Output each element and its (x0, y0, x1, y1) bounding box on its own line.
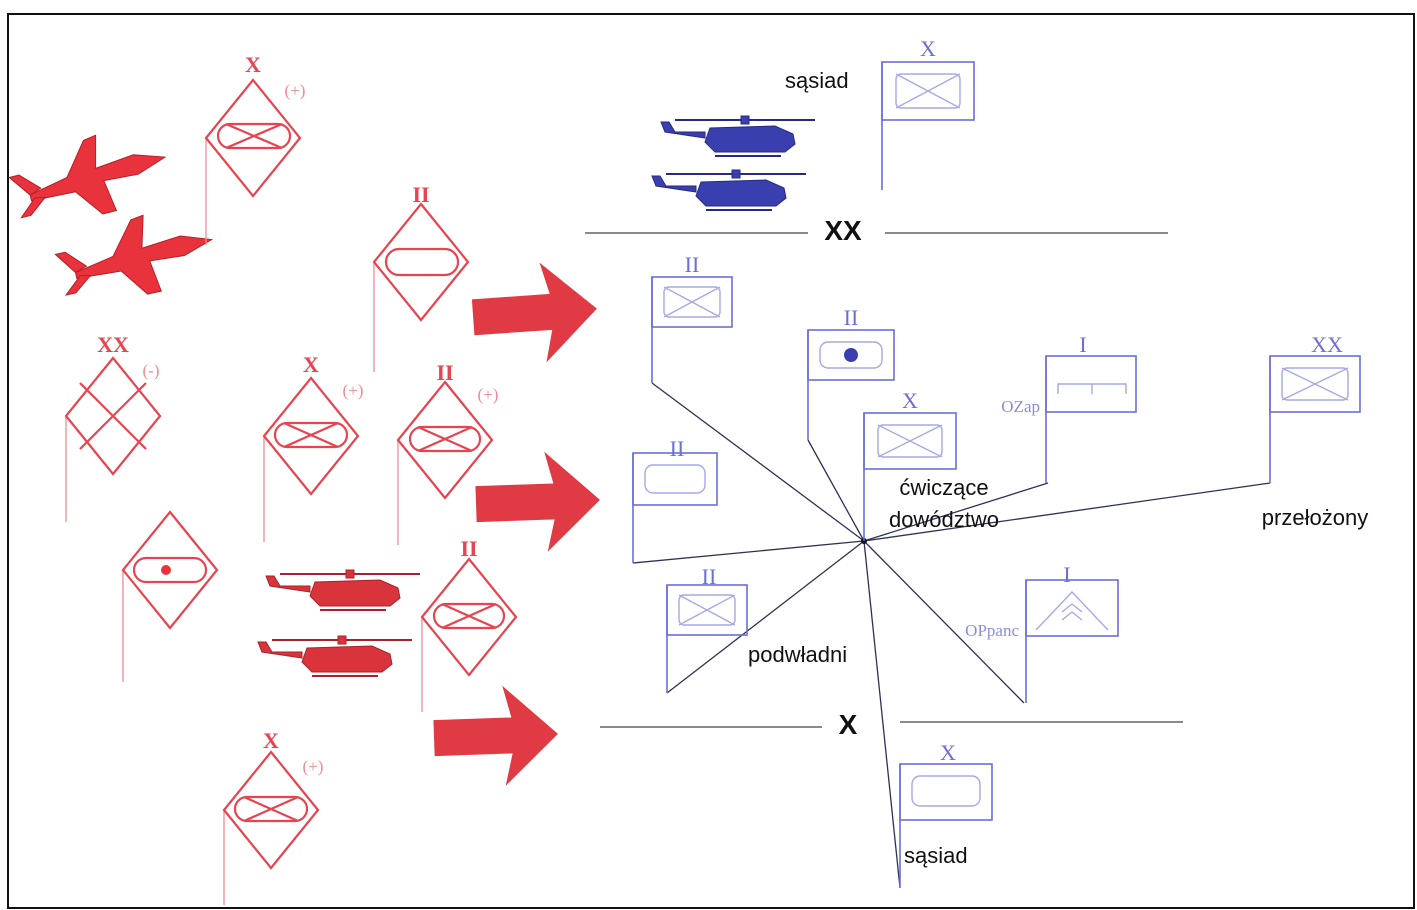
enemy-battalion-mid: II (+) (396, 360, 499, 545)
exercising-label: ćwiczące (899, 475, 988, 500)
modifier-label: (+) (343, 381, 364, 400)
echelon-label: II (702, 564, 717, 589)
transport-helicopter-icon (651, 169, 807, 211)
friendly-neighbor-bottom: X (899, 740, 993, 888)
enemy-brigade-mid: X (+) (262, 352, 364, 542)
friendly-ozap-unit: I OZap (1001, 332, 1137, 483)
enemy-wheeled-unit (121, 510, 219, 682)
fighter-jet-icon (50, 201, 221, 312)
frame (7, 13, 1415, 909)
echelon-label: X (263, 728, 279, 753)
command-lines (632, 382, 1271, 889)
oppanc-label: OPpanc (965, 621, 1019, 640)
attack-helicopter-icon (257, 635, 413, 677)
echelon-label: X (245, 52, 261, 77)
ozap-label: OZap (1001, 397, 1040, 416)
friendly-oppanc-unit: I OPpanc (965, 562, 1119, 703)
friendly-battalion-a: II (651, 252, 733, 383)
modifier-label: (-) (143, 361, 160, 380)
boundary-label-upper: XX (824, 215, 862, 246)
modifier-label: (+) (285, 81, 306, 100)
friendly-battalion-b: II (807, 305, 895, 440)
echelon-label: XX (1311, 332, 1343, 357)
enemy-battalion-low: II (420, 536, 518, 712)
attack-arrow-icon (432, 683, 560, 789)
attack-arrow-icon (474, 449, 602, 555)
enemy-battalion-top: II (372, 182, 470, 372)
modifier-label: (+) (303, 757, 324, 776)
neighbor-top-label: sąsiad (785, 68, 849, 93)
echelon-label: X (902, 388, 918, 413)
echelon-label: XX (97, 332, 129, 357)
echelon-label: I (1063, 562, 1070, 587)
attack-helicopter-icon (265, 569, 421, 611)
echelon-label: II (844, 305, 859, 330)
echelon-label: II (460, 536, 477, 561)
echelon-label: II (670, 436, 685, 461)
friendly-superior-division: XX (1269, 332, 1361, 483)
enemy-brigade-top: X (+) (204, 52, 306, 245)
echelon-label: X (940, 740, 956, 765)
echelon-label: II (412, 182, 429, 207)
hq-label: dowództwo (889, 507, 999, 532)
boundary-label-lower: X (839, 709, 858, 740)
friendly-hq-brigade: X (863, 388, 957, 541)
neighbor-bottom-label: sąsiad (904, 843, 968, 868)
echelon-label: I (1079, 332, 1086, 357)
subordinates-label: podwładni (748, 642, 847, 667)
echelon-label: X (303, 352, 319, 377)
fighter-jet-icon (3, 119, 176, 235)
friendly-battalion-d: II (666, 564, 748, 693)
superior-label: przełożony (1262, 505, 1368, 530)
enemy-brigade-bottom: X (+) (222, 728, 324, 905)
echelon-label: II (685, 252, 700, 277)
enemy-division-left: XX (-) (64, 332, 162, 522)
attack-arrow-icon (469, 258, 601, 368)
friendly-battalion-c: II (632, 436, 718, 563)
echelon-label: II (436, 360, 453, 385)
echelon-label: X (920, 36, 936, 61)
transport-helicopter-icon (660, 115, 816, 157)
modifier-label: (+) (478, 385, 499, 404)
friendly-neighbor-top: X (881, 36, 975, 190)
